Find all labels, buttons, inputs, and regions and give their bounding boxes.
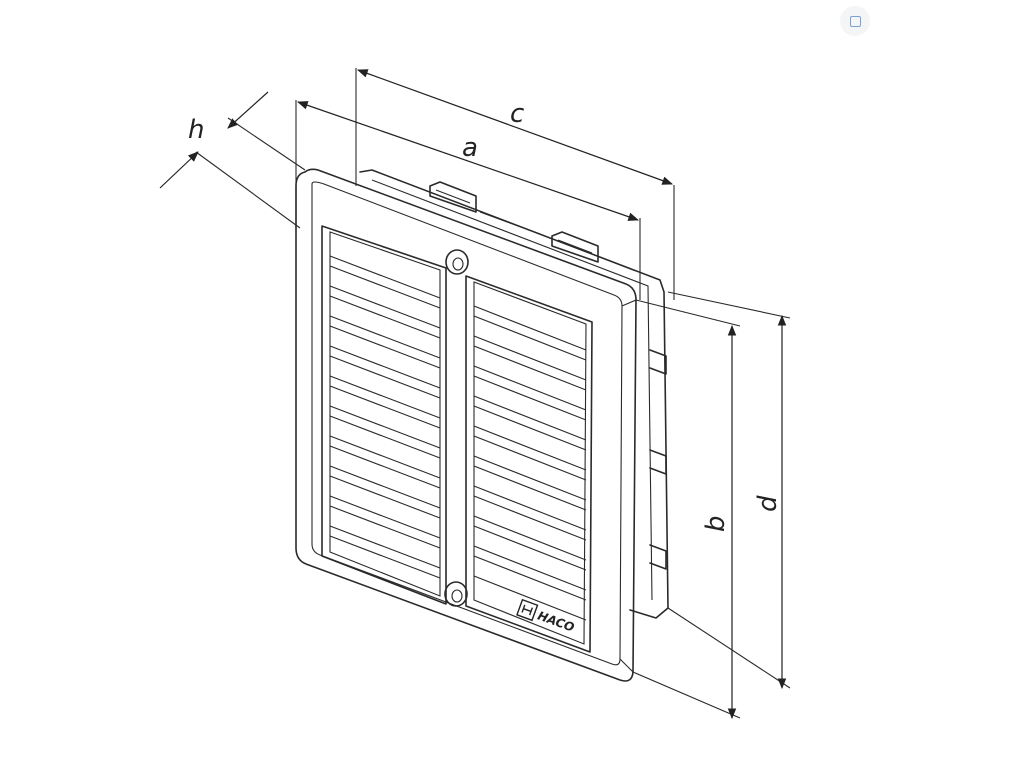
right-louver-panel	[465, 275, 593, 653]
bottom-screw-icon	[444, 581, 468, 607]
svg-text:HACO: HACO	[536, 609, 576, 635]
extension-lines	[195, 68, 791, 719]
left-slats	[329, 255, 441, 579]
label-h: h	[188, 115, 204, 145]
label-b: b	[701, 515, 731, 532]
right-slats	[473, 305, 587, 621]
label-c: c	[510, 99, 524, 129]
label-a: a	[462, 133, 478, 163]
label-d: d	[753, 495, 783, 512]
top-screw-icon	[445, 249, 469, 275]
dimension-c	[356, 69, 674, 185]
expand-icon[interactable]	[840, 6, 870, 36]
left-louver-panel	[321, 225, 447, 605]
dimension-h	[159, 91, 269, 189]
